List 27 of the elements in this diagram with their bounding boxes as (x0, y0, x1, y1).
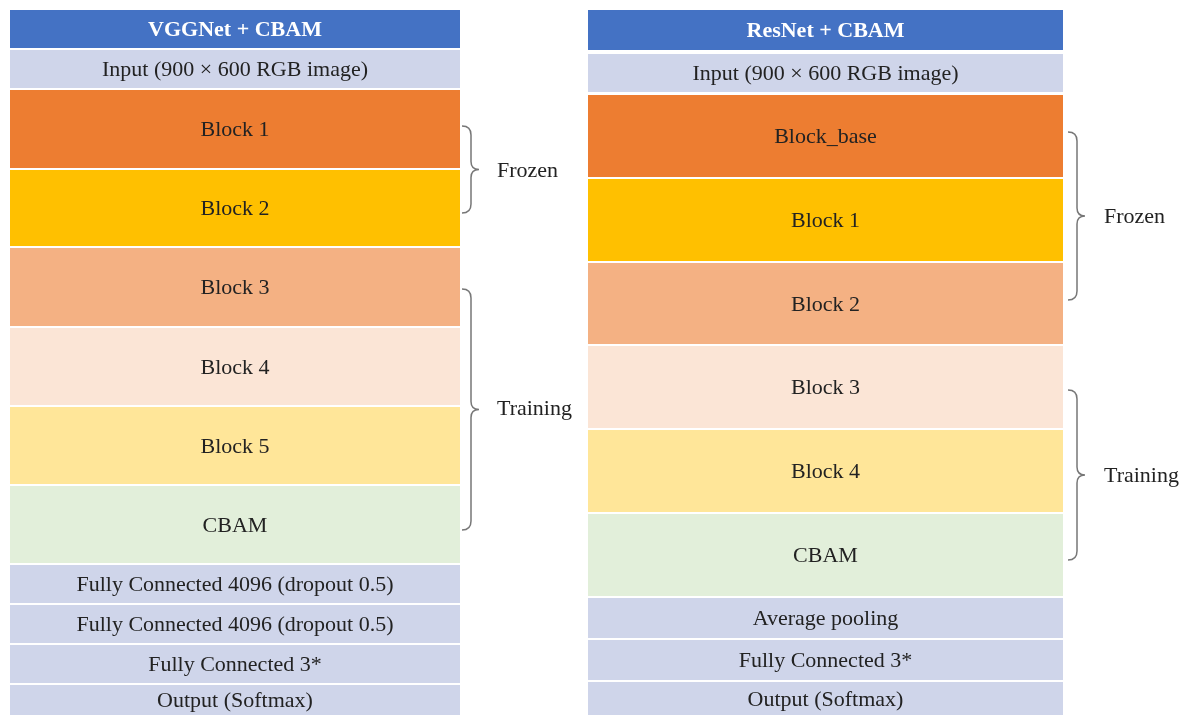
layer-box: Block 2 (10, 170, 460, 246)
layer-box: Block 4 (10, 328, 460, 405)
layer-box: Block 3 (588, 346, 1063, 428)
layer-box: Output (Softmax) (588, 682, 1063, 715)
layer-box: Block 3 (10, 248, 460, 326)
layer-box: Fully Connected 4096 (dropout 0.5) (10, 605, 460, 643)
layer-box: Fully Connected 3* (588, 640, 1063, 680)
bracket-label: Frozen (497, 157, 559, 183)
layer-box: Output (Softmax) (10, 685, 460, 715)
bracket-label: Training (1104, 462, 1179, 488)
layer-box: Average pooling (588, 598, 1063, 638)
layer-box: CBAM (10, 486, 460, 563)
layer-box: Block 1 (588, 179, 1063, 261)
layer-box: Fully Connected 4096 (dropout 0.5) (10, 565, 460, 603)
layer-box: Block 2 (588, 263, 1063, 344)
layer-box: Input (900 × 600 RGB image) (10, 50, 460, 88)
bracket-label: Training (497, 395, 572, 421)
layer-box: Block 5 (10, 407, 460, 484)
column-header: VGGNet + CBAM (10, 10, 460, 48)
layer-box: Input (900 × 600 RGB image) (588, 54, 1063, 92)
layer-box: Block 4 (588, 430, 1063, 512)
layer-box: CBAM (588, 514, 1063, 596)
layer-box: Block_base (588, 95, 1063, 177)
layer-box: Block 1 (10, 90, 460, 168)
column-header: ResNet + CBAM (588, 10, 1063, 50)
bracket-label: Frozen (1104, 203, 1166, 229)
layer-box: Fully Connected 3* (10, 645, 460, 683)
